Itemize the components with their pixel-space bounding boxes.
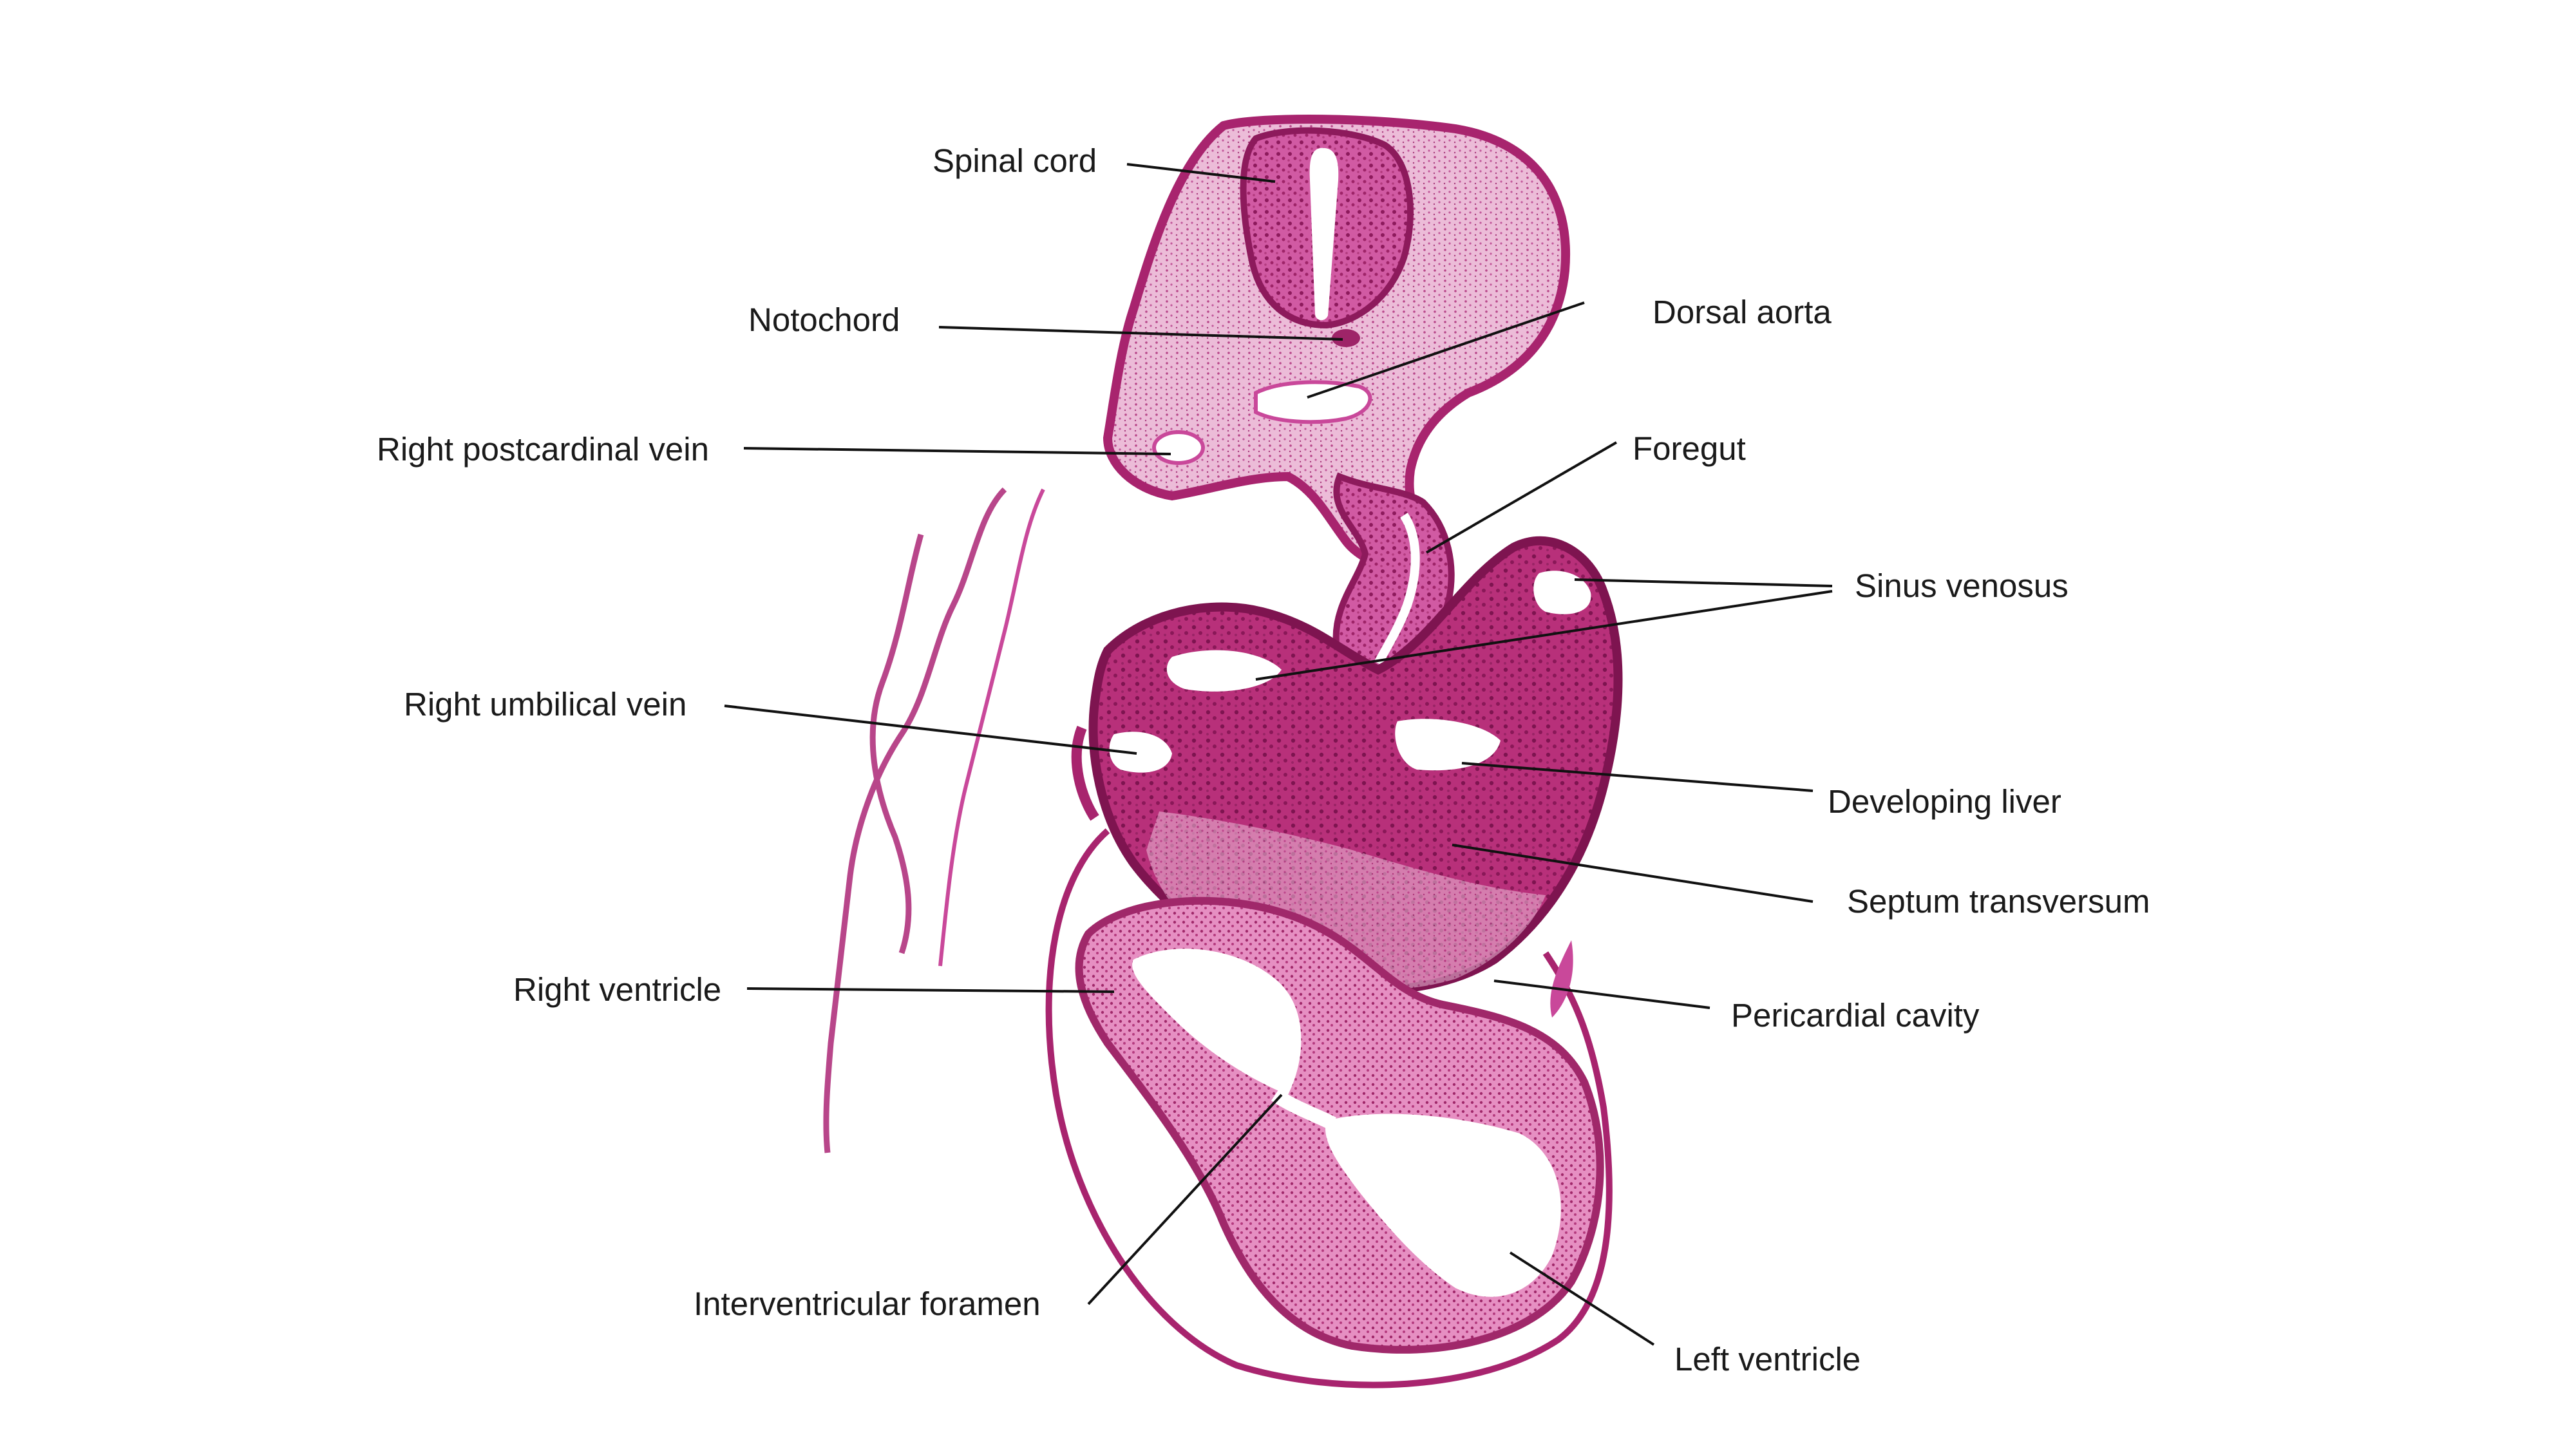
leader-sinus-venosus-upper [1574,578,1833,587]
dorsal-aorta-lumen [1254,380,1372,424]
label-right-umbilical-vein: Right umbilical vein [404,686,687,723]
amniotic-membrane-inner [938,488,1045,967]
label-right-postcardinal-vein: Right postcardinal vein [377,431,709,468]
label-dorsal-aorta: Dorsal aorta [1653,294,1832,330]
umbilical-vein-lumen [1109,732,1172,773]
label-spinal-cord: Spinal cord [933,142,1097,179]
label-interventricular-foramen: Interventricular foramen [694,1285,1041,1322]
leader-lines [724,163,1833,1346]
label-pericardial-cavity: Pericardial cavity [1731,997,1980,1034]
pericardial-wall [1045,828,1613,1388]
leader-dorsal-aorta [1307,301,1585,399]
pericardial-flap [1550,940,1573,1018]
dorsal-body-region [1103,114,1570,574]
label-sinus-venosus: Sinus venosus [1855,567,2069,604]
foregut-lumen [1374,513,1420,666]
leader-interventricular-foramen [1087,1094,1283,1305]
leader-developing-liver [1461,762,1814,792]
notochord-tissue [1332,329,1360,347]
label-notochord: Notochord [748,301,900,338]
sinus-venosus-lumen-right [1533,571,1591,614]
label-right-ventricle: Right ventricle [513,971,722,1008]
leader-right-ventricle [746,987,1115,993]
liver-sinusoid-lumen [1395,719,1501,771]
leader-notochord [938,326,1343,341]
leader-pericardial-cavity [1493,980,1710,1009]
left-ventricle-lumen [1325,1113,1561,1297]
leader-foregut [1425,441,1618,554]
postcardinal-vein-lumen [1152,430,1205,465]
label-septum-transversum: Septum transversum [1847,883,2150,920]
right-ventricle-lumen [1132,949,1302,1095]
label-foregut: Foregut [1633,430,1746,467]
sinus-venosus-lumen-left [1166,650,1282,692]
label-developing-liver: Developing liver [1828,783,2061,820]
leader-right-postcardinal-vein [743,447,1171,455]
leader-spinal-cord [1126,163,1276,183]
leader-sinus-venosus-lower [1255,590,1833,681]
leader-left-ventricle [1509,1251,1655,1346]
neural-canal [1309,147,1339,321]
liver-region [1071,536,1623,994]
leader-right-umbilical-vein [724,705,1137,755]
body-wall-edge [1071,726,1099,821]
amniotic-membrane [823,487,1007,1153]
label-left-ventricle: Left ventricle [1674,1341,1861,1378]
interventricular-channel [1271,1088,1336,1130]
heart-region [1045,828,1613,1388]
leader-septum-transversum [1452,844,1814,903]
